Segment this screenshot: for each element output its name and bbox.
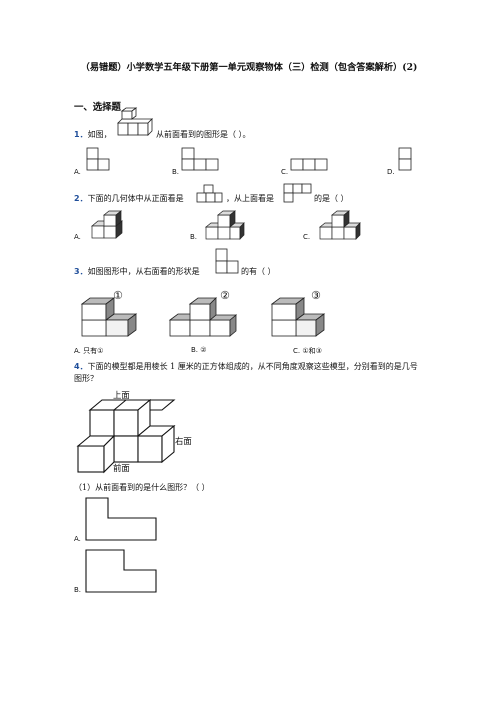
q1-figure [117,107,153,136]
q2-stem-b: ，从上面看是 [226,194,274,203]
q1-option-a-label[interactable]: A. [74,168,81,176]
q2-text-a: 下面的几何体中从正面看是 [87,194,184,203]
q3-text-a: 如图图形中，从右面看的形状是 [87,267,200,276]
q1-option-d-figure[interactable] [398,147,414,173]
q4-stem: 4．下面的模型都是用棱长 1 厘米的正方体组成的，从不同角度观察这些模型，分别看… [74,361,424,385]
q1-option-d-label[interactable]: D. [387,168,395,176]
q4-label-top: 上面 [113,390,130,400]
q2-top-view-figure [283,183,312,203]
q4-option-b-label[interactable]: B. [74,586,82,594]
page-title: （易错题）小学数学五年级下册第一单元观察物体（三）检测（包含答案解析）(2) [80,62,418,73]
q3-right-view-figure [215,248,239,274]
q4-text: 下面的模型都是用棱长 1 厘米的正方体组成的，从不同角度观察这些模型，分别看到的… [74,362,418,383]
q1-number: 1． [74,130,88,139]
q4-option-b-figure[interactable] [84,548,160,594]
q1-option-c-label[interactable]: C. [281,168,289,176]
q3-stem-b: 的有（ ） [241,267,276,276]
q4-label-front: 前面 [113,463,130,473]
q3-model-2 [168,297,238,337]
q3-model-1 [80,297,138,337]
q1-option-b-label[interactable]: B. [172,168,180,176]
q2-number: 2． [74,194,88,203]
q1-stem-suffix: 从前面看到的图形是（ ）。 [156,130,251,139]
q2-option-c-figure[interactable] [316,210,362,242]
q2-option-c-label[interactable]: C. [303,233,311,241]
section-heading: 一、选择题 [74,102,121,113]
q1-option-a-figure[interactable] [86,147,112,173]
q3-model-1-label: ① [113,289,123,302]
q4-label-right: 右面 [175,436,192,446]
q2-stem-a: 2．下面的几何体中从正面看是 [74,193,184,205]
q3-option-a[interactable]: A. 只有① [74,347,104,355]
q2-front-view-figure [196,184,223,203]
q4-option-a-figure[interactable] [84,496,160,542]
q1-option-b-figure[interactable] [181,147,221,173]
q4-number: 4． [74,362,88,371]
q1-option-c-figure[interactable] [290,158,330,172]
q4-model [76,398,176,474]
q3-option-b[interactable]: B. ② [191,346,207,354]
q2-option-b-label[interactable]: B. [190,233,198,241]
q2-option-a-label[interactable]: A. [74,233,81,241]
q3-stem-a: 3．如图图形中，从右面看的形状是 [74,266,200,278]
q3-model-3-label: ③ [311,289,321,302]
q3-number: 3． [74,267,88,276]
q1-stem-prefix: 1．如图， [74,129,112,141]
q3-option-c[interactable]: C. ①和③ [293,347,322,355]
q3-model-3 [270,297,326,337]
q2-stem-c: 的是（ ） [314,194,349,203]
q4-option-a-label[interactable]: A. [74,535,81,543]
q2-option-b-figure[interactable] [202,210,246,242]
q3-model-2-label: ② [220,289,230,302]
q2-option-a-figure[interactable] [88,210,130,242]
q4-sub1: （1）从前面看到的是什么图形？（ ） [74,483,210,492]
q1-text-pre: 如图， [87,130,112,139]
